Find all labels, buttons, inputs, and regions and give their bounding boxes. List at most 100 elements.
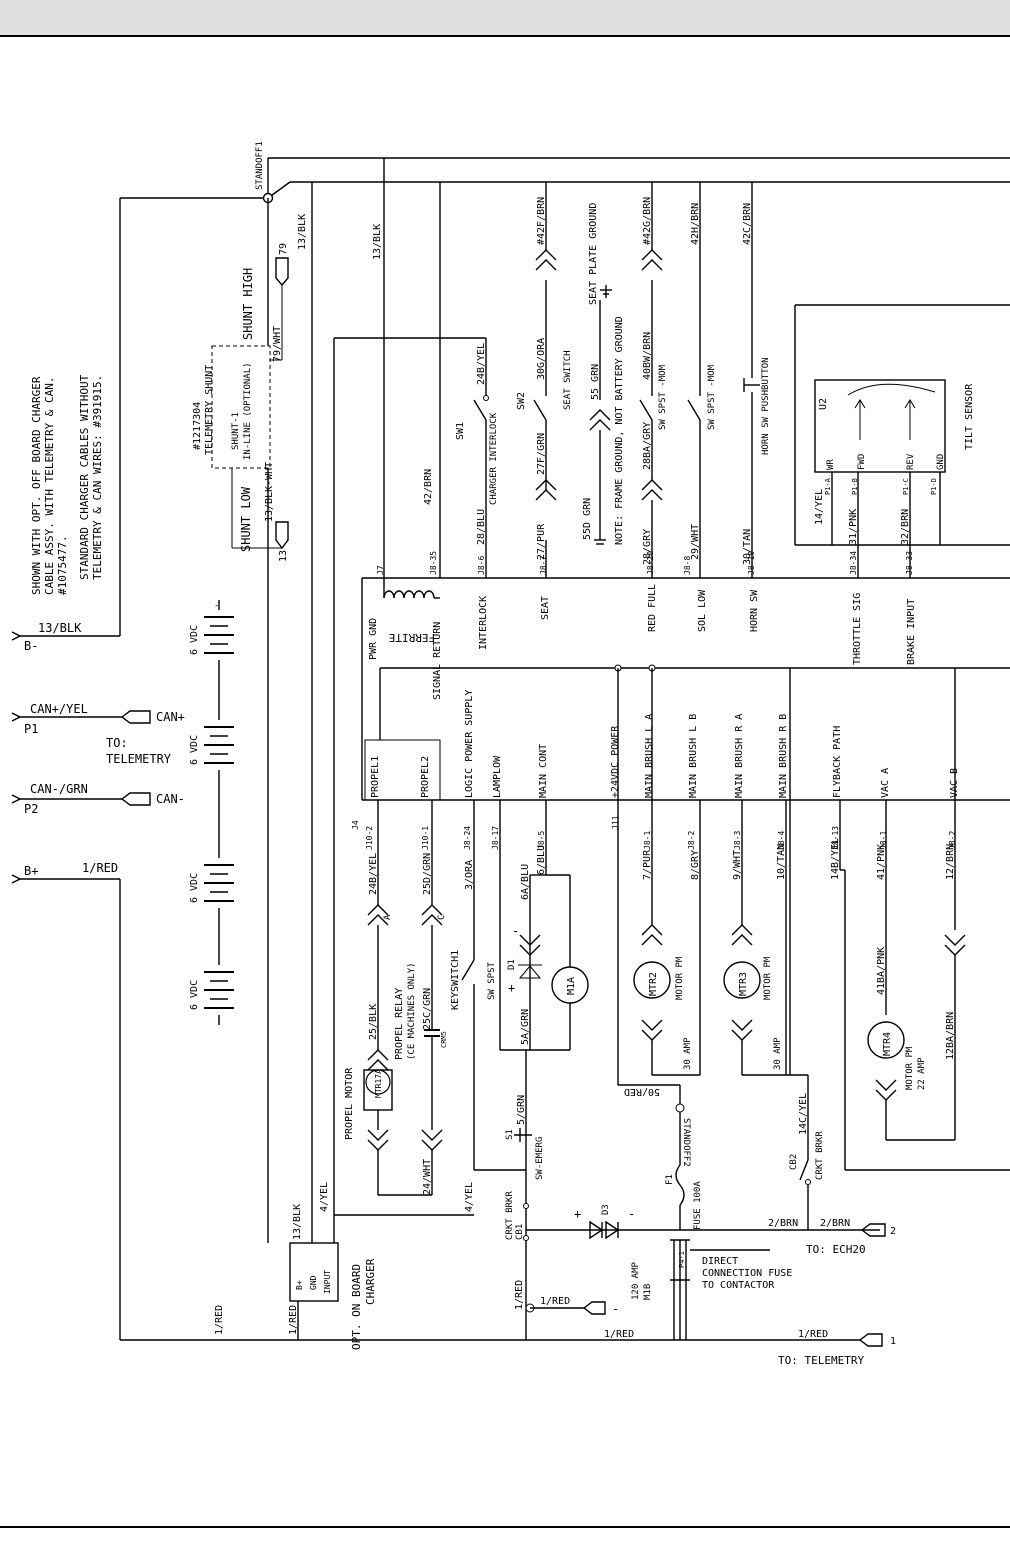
motor-pm-label-3: MOTOR PM [905, 1046, 915, 1090]
b-plus-wire: 1/RED [82, 861, 118, 875]
tilt-pin-fwd: FWD [857, 454, 867, 470]
battery-cell: 6 VDC [189, 965, 240, 1015]
standoff1-label: STANDOFF1 [255, 141, 265, 190]
wire-4yel-a: 4/YEL [319, 1182, 330, 1212]
note-shown-with: SHOWN WITH OPT. OFF BOARD CHARGER CABLE … [30, 376, 69, 595]
pin-j10-1: J10-1 [421, 826, 430, 850]
label-brush-ra: MAIN BRUSH R A [734, 714, 745, 798]
crkt-brkr-label-1: CRKT BRKR [505, 1191, 515, 1240]
wire-27pur: 27/PUR [536, 523, 547, 560]
crkt-brkr-label-2: CRKT BRKR [815, 1131, 825, 1180]
telemetry-plug: 1/RED 1/RED 1 TO: TELEMETRY [604, 1329, 896, 1367]
fuse-circuit: 50/RED STANDOFF2 F1 FUSE 100A 14C/YEL CB… [526, 1074, 896, 1256]
pin-j8-2: J8-2 [687, 831, 696, 850]
cb1-label: CB1 [515, 1224, 525, 1240]
shunt-pin-high: 79 [278, 243, 289, 255]
wire-24b-yel-lower: 24B/YEL [368, 853, 379, 895]
m1b-label: M1B [643, 1284, 653, 1300]
wire-12brn: 12/BRN [945, 844, 956, 880]
b-minus-connection: 13/BLK B- [11, 198, 121, 653]
shunt-id: SHUNT-1 [231, 412, 241, 450]
mtr3-label: MTR3 [738, 972, 749, 996]
wire-13blk-b: 13/BLK [372, 224, 383, 260]
charger-pin-bplus: B+ [295, 1280, 304, 1290]
label-brush-rb: MAIN BRUSH R B [778, 714, 789, 798]
battery-pack: - 6 VDC 6 VDC 6 VDC 6 VDC [189, 600, 240, 1025]
wire-1red-b: 1/RED [540, 1296, 570, 1307]
b-plus-label: B+ [24, 864, 38, 878]
tilt-pinid-a: P1-A [824, 477, 832, 495]
label-j11: J11 [611, 815, 620, 830]
footer-rule [0, 1526, 1010, 1528]
to-telemetry-bottom: TO: TELEMETRY [778, 1354, 864, 1367]
label-red-full: RED FULL [647, 584, 658, 632]
tilt-pinid-b: P1-B [851, 478, 859, 495]
wire-13blk-a: 13/BLK [297, 214, 308, 250]
wire-1red-c: 1/RED [604, 1329, 634, 1340]
pin-j8-1: J8-1 [643, 831, 652, 850]
can-minus-plug: CAN- [156, 792, 185, 806]
wire-50red: 50/RED [624, 1086, 660, 1097]
wire-42g-brn: #42G/BRN [642, 197, 653, 245]
wire-25blk: 25/BLK [368, 1004, 379, 1040]
seat-circuit: 27/PUR 27F/GRN SW2 SEAT SWITCH 30G/ORA #… [516, 182, 625, 578]
b-minus-wire: 13/BLK [38, 621, 82, 635]
label-brush-la: MAIN BRUSH L A [644, 714, 655, 798]
pin-j8-5: J8-5 [537, 831, 546, 850]
horn-circuit: 30/TAN HORN SW PUSHBUTTON 42C/BRN [742, 182, 771, 578]
label-seat-plate-ground: SEAT PLATE GROUND [588, 203, 599, 305]
charger-label-1: OPT. ON BOARD [350, 1264, 363, 1350]
wire-41ba-pnk: 41BA/PNK [876, 947, 887, 995]
wire-24b-yel: 24B/YEL [476, 343, 487, 385]
fuse-label: FUSE 100A [693, 1181, 703, 1230]
main-contactor-circuit: 6/BLU 6A/BLU D1 + - M1A 5A/GRN 5/GRN S1 … [499, 800, 589, 1220]
pin-j8-20: J8-20 [646, 551, 655, 575]
amp30-label-2: 30 AMP [773, 1037, 783, 1070]
label-brake-input: BRAKE INPUT [906, 599, 917, 665]
pin-j7: J7 [376, 565, 385, 575]
wire-28blu: 28/BLU [476, 509, 487, 545]
sw-emerg-label: SW-EMERG [535, 1137, 545, 1180]
standoff2-label: STANDOFF2 [681, 1118, 691, 1167]
tilt-sensor: U2 TILT SENSOR WR FWD REV GND P1-A P1-B … [794, 304, 1010, 578]
sol-low-circuit: 29/WHT SW SPST -MOM 42H/BRN [687, 182, 717, 578]
direct-fuse-2: CONNECTION FUSE [702, 1268, 792, 1279]
tilt-sensor-id: U2 [818, 398, 829, 410]
label-logic-power: LOGIC POWER SUPPLY [464, 690, 475, 798]
keyswitch-circuit: 3/ORA KEYSWITCH1 SW SPST [450, 800, 526, 1171]
battery-cell: - 6 VDC [189, 601, 240, 660]
pin-j8-3: J8-3 [733, 831, 742, 850]
page-header-bar [0, 0, 1010, 37]
mid-power-bus [379, 664, 1010, 1085]
mtr2-label: MTR2 [648, 972, 659, 996]
wire-12ba-brn: 12BA/BRN [945, 1012, 956, 1060]
tilt-pinid-d: P1-D [930, 478, 938, 495]
on-board-charger: B+ GND INPUT OPT. ON BOARD CHARGER 13/BL… [214, 1182, 475, 1350]
telemetry-shunt: SHUNT-1 IN-LINE (OPTIONAL) #1217304 TELE… [192, 198, 289, 1243]
pin-j8-8: J8-8 [683, 556, 692, 575]
label-propel2: PROPEL2 [420, 756, 431, 798]
wire-6blu: 6/BLU [536, 845, 547, 875]
b-plus-connection: B+ 1/RED [11, 861, 860, 1341]
vac-motor: 14B/YEL 41/PNK 41BA/PNK MTR4 MOTOR PM 22… [830, 800, 1010, 1171]
pin-j8-4: J8-4 [777, 831, 786, 850]
svg-text:-: - [214, 601, 219, 611]
plug-2: 2 [890, 1226, 896, 1237]
wire-5a-grn: 5A/GRN [520, 1009, 531, 1045]
p1-label: P1 [24, 722, 38, 736]
direct-fuse-3: TO CONTACTOR [702, 1280, 775, 1291]
charger-pin-input: INPUT [323, 1270, 332, 1294]
wire-30tan: 30/TAN [742, 529, 753, 565]
m1a-label: M1A [566, 977, 577, 995]
tilt-wire-31pnk: 31/PNK [848, 509, 859, 545]
plug-1: 1 [890, 1336, 896, 1347]
p2-label: P2 [24, 802, 38, 816]
wire-55d-grn: 55D GRN [582, 498, 593, 540]
can-plus-plug: CAN+ [156, 710, 185, 724]
label-j4: J4 [351, 820, 360, 830]
wire-55grn: 55 GRN [590, 364, 601, 400]
wire-1red-a: 1/RED [514, 1280, 525, 1310]
wire-7pur: 7/PUR [642, 849, 653, 880]
diode-d3: D3 + - [574, 1204, 635, 1240]
